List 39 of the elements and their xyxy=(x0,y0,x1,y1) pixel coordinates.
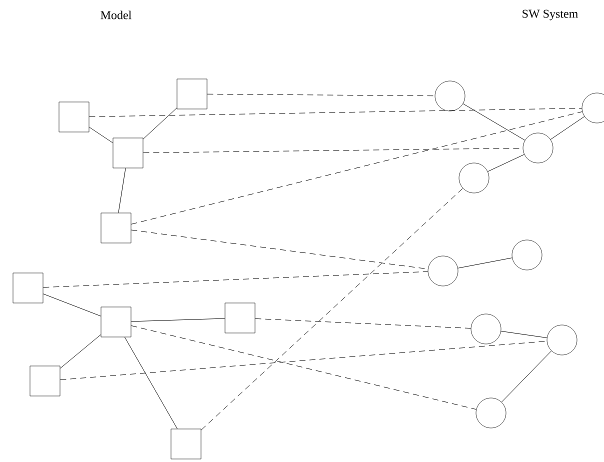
square-node xyxy=(100,212,132,244)
connector-line xyxy=(500,330,548,338)
connector-line xyxy=(42,294,102,316)
column-heading: Model xyxy=(100,10,132,20)
connector-line xyxy=(130,325,476,410)
connector-line xyxy=(124,336,178,430)
connector-line xyxy=(60,334,102,369)
circle-node xyxy=(428,256,458,286)
square-node xyxy=(58,102,90,132)
connector-line xyxy=(501,350,552,402)
connector-line xyxy=(88,126,114,144)
square-node xyxy=(112,138,144,168)
connector-line xyxy=(88,108,582,117)
connector-line xyxy=(118,168,126,214)
square-node xyxy=(176,78,208,110)
square-node xyxy=(170,428,202,460)
column-heading: SW System xyxy=(522,10,578,20)
connector-line xyxy=(130,111,582,224)
square-node xyxy=(100,306,132,338)
circle-node xyxy=(458,162,490,194)
connector-line xyxy=(254,318,472,329)
connector-line xyxy=(142,108,178,140)
square-node xyxy=(224,302,256,334)
connector-line xyxy=(462,103,526,140)
connector-line xyxy=(42,271,428,288)
square-node xyxy=(12,272,44,304)
circle-node xyxy=(546,324,578,356)
circle-node xyxy=(434,80,466,112)
connector-line xyxy=(206,94,436,96)
circle-node xyxy=(470,314,502,344)
circle-node xyxy=(522,132,554,164)
square-node xyxy=(30,366,60,396)
connector-line xyxy=(458,258,512,268)
connector-line xyxy=(488,154,524,172)
connector-line xyxy=(550,116,585,140)
connector-line xyxy=(130,318,226,322)
connector-line xyxy=(200,188,464,430)
circle-node xyxy=(476,398,506,428)
circle-node xyxy=(512,240,542,270)
